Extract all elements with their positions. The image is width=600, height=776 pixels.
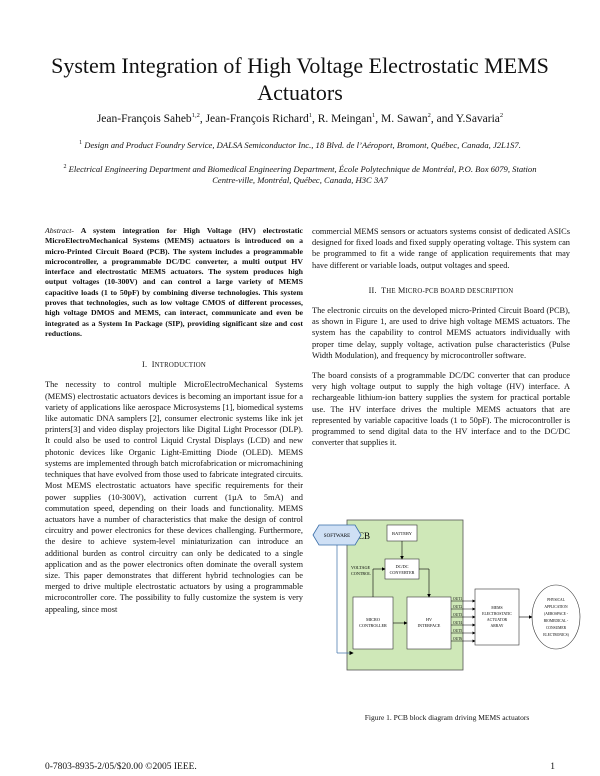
paragraph: The board consists of a programmable DC/… — [312, 371, 570, 448]
output-label: OUT1 — [453, 597, 462, 601]
block-diagram: PCB SOFTWARE BATTERY VOLTAGE CONTROL DC/… — [312, 519, 581, 671]
author-name: Jean-François Richard — [205, 112, 309, 125]
affiliation-text: Electrical Engineering Department and Bi… — [68, 163, 537, 185]
author-name: Y.Savaria — [455, 112, 500, 125]
voltage-control-label: CONTROL — [351, 571, 371, 576]
affiliation-marker: 1 — [79, 140, 83, 146]
dcdc-label: CONVERTER — [390, 570, 415, 575]
mems-label: ACTUATOR — [487, 618, 508, 622]
output-label: OUT6 — [453, 637, 462, 641]
paragraph: The electronic circuits on the developed… — [312, 306, 570, 360]
copyright-footer: 0-7803-8935-2/05/$20.00 ©2005 IEEE. — [45, 762, 197, 772]
paragraph: The necessity to control multiple MicroE… — [45, 380, 303, 614]
software-block — [312, 524, 362, 546]
author-name: R. Meingan — [317, 112, 373, 125]
output-label: OUT3 — [453, 613, 462, 617]
author-affiliation-marker: 2 — [499, 112, 504, 119]
page-number: 1 — [550, 762, 555, 772]
author-affiliation-marker: 1,2 — [191, 112, 200, 119]
right-column: commercial MEMS sensors or actuators sys… — [312, 226, 570, 457]
dcdc-label: DC/DC — [396, 564, 409, 569]
output-label: OUT5 — [453, 629, 462, 633]
application-label: ELECTRONICS) — [543, 633, 569, 637]
paragraph: commercial MEMS sensors or actuators sys… — [312, 227, 570, 270]
voltage-control-label: VOLTAGE — [351, 565, 370, 570]
affiliation-2: 2 Electrical Engineering Department and … — [60, 162, 540, 186]
software-label: SOFTWARE — [324, 534, 350, 539]
pcb-label: PCB — [353, 531, 370, 541]
author-list: Jean-François Saheb1,2, Jean-François Ri… — [96, 112, 504, 125]
abstract-lead: Abstract- — [45, 226, 75, 235]
output-label: OUT4 — [453, 621, 462, 625]
application-label: APPLICATION — [544, 605, 568, 609]
section-heading-introduction: I. INTRODUCTION — [142, 360, 206, 370]
affiliation-text: Design and Product Foundry Service, DALS… — [84, 139, 521, 150]
affiliation-1: 1 Design and Product Foundry Service, DA… — [60, 138, 540, 151]
microcontroller-label: MICRO — [366, 617, 380, 622]
application-label: (AEROSPACE - — [544, 612, 569, 616]
hv-interface-label: INTERFACE — [418, 623, 441, 628]
application-label: PHYSICAL — [547, 598, 565, 602]
author-affiliation-marker: 1 — [372, 112, 376, 119]
application-label: BIOMEDICAL - — [544, 619, 569, 623]
author-name: Jean-François Saheb — [96, 112, 192, 125]
hv-interface-block — [406, 596, 452, 650]
affiliation-marker: 2 — [63, 164, 67, 170]
figure-pcb-block-diagram: PCB SOFTWARE BATTERY VOLTAGE CONTROL DC/… — [311, 517, 583, 707]
abstract: Abstract- A system integration for High … — [45, 226, 303, 339]
figure-caption: Figure 1. PCB block diagram driving MEMS… — [364, 713, 530, 722]
hv-interface-label: HV — [426, 617, 432, 622]
section-heading-pcb-description: II. THE MICRO-PCB BOARD DESCRIPTION — [368, 285, 514, 295]
output-label: OUT2 — [453, 605, 462, 609]
author-affiliation-marker: 2 — [427, 112, 431, 119]
paper-title: System Integration of High Voltage Elect… — [51, 53, 549, 105]
physical-application-block — [531, 584, 581, 650]
left-column: Abstract- A system integration for High … — [45, 226, 303, 624]
microcontroller-label: CONTROLLER — [359, 623, 387, 628]
author-name: M. Sawan — [381, 112, 428, 125]
application-label: CONSUMER — [546, 626, 567, 630]
mems-label: ARRAY — [491, 624, 504, 628]
author-affiliation-marker: 1 — [308, 112, 312, 119]
dcdc-converter-block — [384, 558, 420, 580]
mems-label: ELECTROSTATIC — [482, 612, 512, 616]
battery-label: BATTERY — [392, 531, 413, 536]
mems-array-block — [474, 588, 520, 646]
mems-label: MEMS — [491, 606, 502, 610]
abstract-text: A system integration for High Voltage (H… — [45, 226, 303, 338]
